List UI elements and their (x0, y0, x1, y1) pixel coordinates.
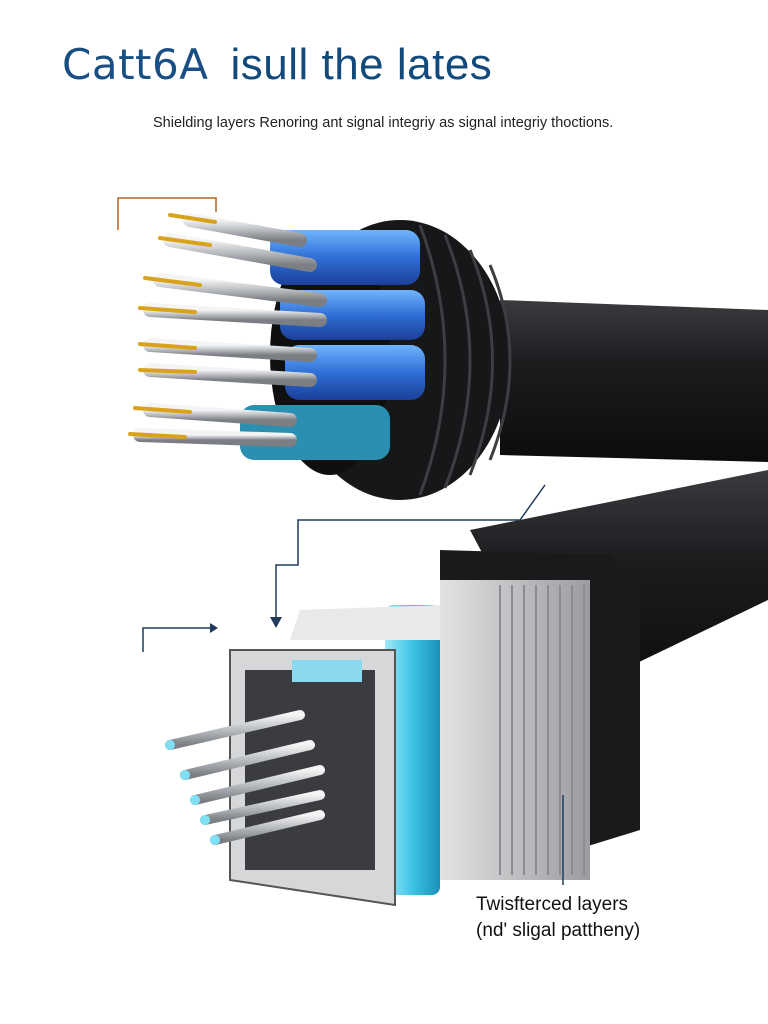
subtitle: Shielding layers Renoring ant signal int… (153, 115, 614, 131)
housing-ribs (499, 585, 585, 875)
cyan-band (385, 605, 440, 895)
conductor-wires (128, 213, 327, 447)
upper-boot-ribs (418, 224, 512, 496)
twisted-layers-callout: Twisfterced layers (nd' sligal pattheny) (476, 892, 640, 944)
callout-leader-middle (275, 484, 546, 620)
callout-line-2: (nd' sligal pattheny) (476, 920, 641, 941)
callout-bracket-top (117, 197, 217, 230)
title-part-1: Catt6A (62, 40, 209, 89)
title-part-2: isull the lates (230, 40, 493, 89)
arrow-down-icon (270, 617, 282, 628)
arrow-right-icon (210, 623, 218, 633)
page-title: Catt6A isull the lates (62, 40, 492, 90)
lower-conductor-wires (165, 710, 325, 845)
gray-ribbed-housing (440, 580, 590, 880)
lower-cable (165, 470, 768, 907)
callout-leader-left (142, 627, 212, 652)
upper-cable-jacket (500, 300, 768, 462)
callout-line-1: Twisfterced layers (476, 894, 629, 915)
arrow-heads (210, 617, 282, 633)
upper-cable (128, 213, 768, 500)
callout-lines (117, 197, 564, 885)
